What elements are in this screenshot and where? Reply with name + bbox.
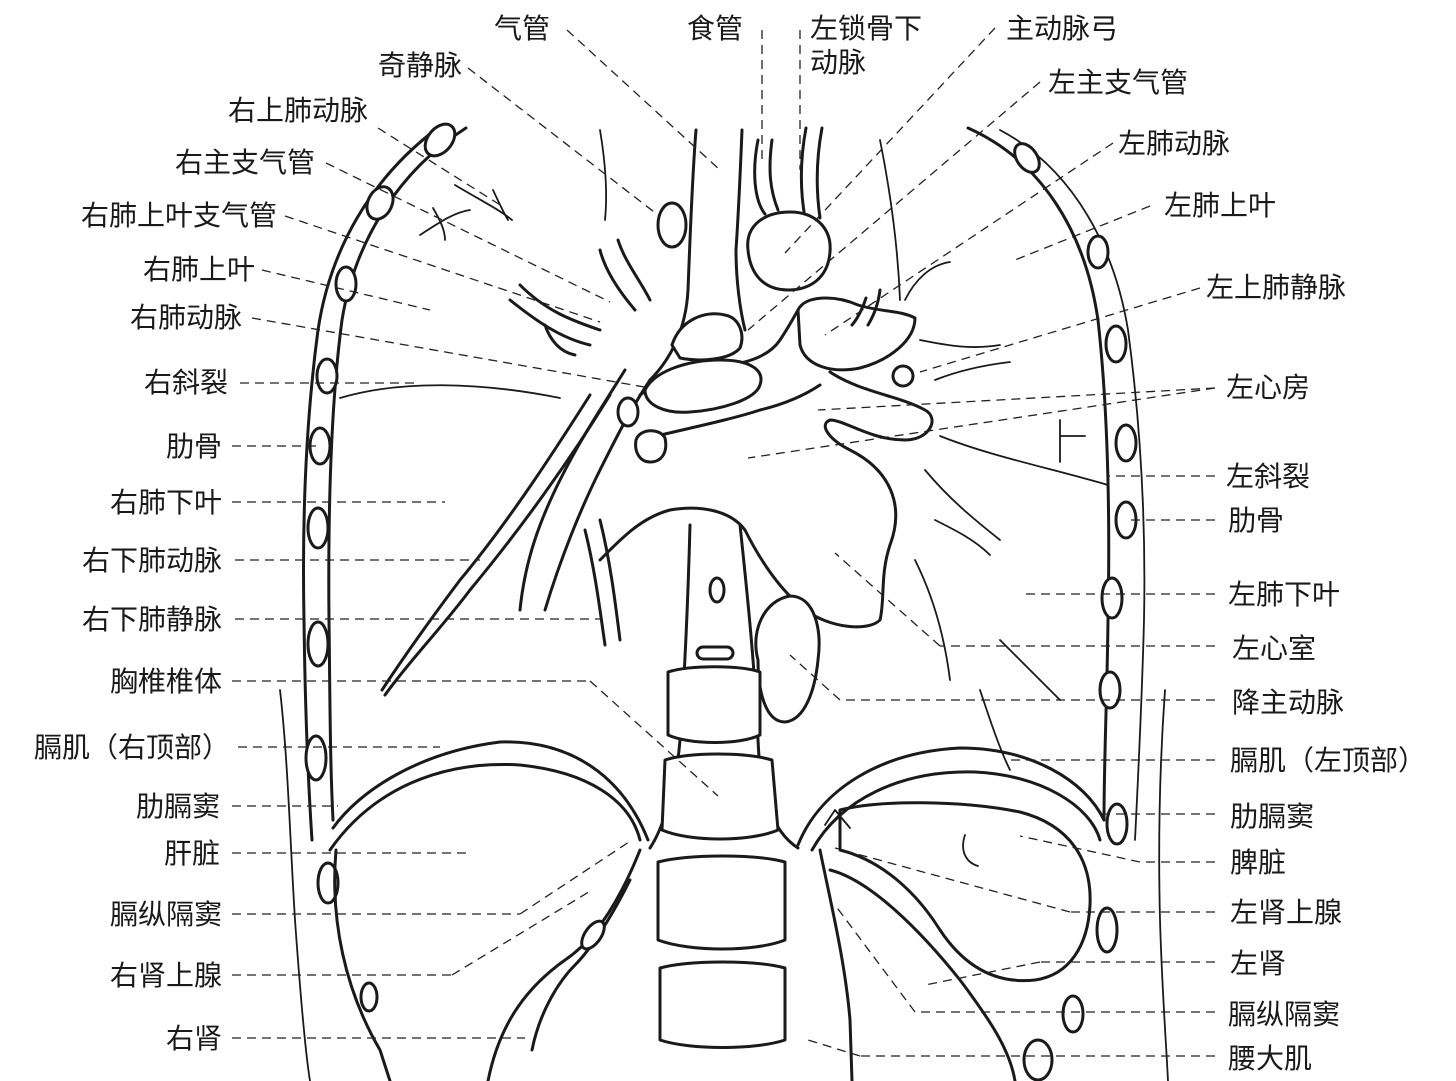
label-right-inferior-pulmonary-artery: 右下肺动脉	[82, 544, 222, 577]
label-spleen: 脾脏	[1230, 846, 1286, 879]
esophagus-outline	[755, 140, 765, 214]
label-left-superior-pulmonary-vein: 左上肺静脉	[1206, 271, 1346, 304]
label-diaphragm-left-dome: 膈肌（左顶部）	[1230, 744, 1426, 777]
label-left-pulmonary-artery: 左肺动脉	[1118, 127, 1230, 160]
label-thoracic-vertebral-body: 胸椎椎体	[110, 665, 222, 698]
left-subclavian-artery-outline	[801, 128, 806, 218]
label-right-kidney: 右肾	[166, 1022, 222, 1055]
label-azygos-vein: 奇静脉	[378, 49, 462, 82]
label-left-subclavian-artery: 左锁骨下动脉	[810, 12, 922, 79]
labels-left: 右上肺动脉 右主支气管 右肺上叶支气管 右肺上叶 右肺动脉 右斜裂 肋骨 右肺下…	[34, 94, 368, 1055]
label-right-adrenal-gland: 右肾上腺	[110, 959, 222, 992]
right-hilar-tree	[382, 130, 666, 695]
left-pulmonary-artery-shape	[798, 298, 915, 370]
spleen-contour	[840, 803, 1090, 981]
label-right-inferior-pulmonary-vein: 右下肺静脉	[82, 603, 222, 636]
label-right-superior-pulmonary-artery: 右上肺动脉	[228, 94, 368, 127]
label-aortic-arch: 主动脉弓	[1006, 12, 1118, 45]
labels-top: 奇静脉 气管 食管 左锁骨下动脉 主动脉弓	[378, 12, 1118, 82]
label-phrenicomediastinal-recess-right: 膈纵隔窦	[110, 898, 222, 931]
heart-outline	[600, 372, 932, 627]
label-left-ventricle: 左心室	[1232, 632, 1316, 665]
descending-aorta-shape	[756, 596, 819, 722]
label-psoas-major: 腰大肌	[1228, 1042, 1312, 1075]
label-trachea: 气管	[494, 12, 550, 45]
azygos-vein-shape	[658, 203, 686, 247]
label-costophrenic-recess-right: 肋膈窦	[136, 790, 220, 823]
label-phrenicomediastinal-recess-left: 膈纵隔窦	[1228, 998, 1340, 1031]
label-left-adrenal-gland: 左肾上腺	[1230, 896, 1342, 929]
label-liver: 肝脏	[164, 837, 220, 870]
left-oblique-fissure-line	[940, 436, 1108, 485]
label-rib-right-side: 肋骨	[1228, 504, 1284, 537]
label-right-oblique-fissure: 右斜裂	[144, 366, 228, 399]
anatomy-drawing	[280, 118, 1168, 1081]
label-left-atrium: 左心房	[1226, 371, 1310, 404]
label-left-kidney: 左肾	[1230, 947, 1286, 980]
label-rib-left-side: 肋骨	[166, 430, 222, 463]
label-right-pulmonary-artery: 右肺动脉	[130, 301, 242, 334]
aortic-arch-shape	[748, 212, 830, 290]
label-costophrenic-recess-left: 肋膈窦	[1230, 800, 1314, 833]
label-right-lower-lobe: 右肺下叶	[110, 486, 222, 519]
label-right-main-bronchus: 右主支气管	[175, 146, 315, 179]
label-left-lower-lobe: 左肺下叶	[1228, 578, 1340, 611]
label-left-oblique-fissure: 左斜裂	[1226, 460, 1310, 493]
right-oblique-fissure-line	[340, 385, 560, 398]
label-right-upper-lobe: 右肺上叶	[143, 253, 255, 286]
liver-contour	[335, 850, 390, 1081]
label-left-main-bronchus: 左主支气管	[1048, 66, 1188, 99]
label-esophagus: 食管	[687, 12, 743, 45]
label-right-upper-lobe-bronchus: 右肺上叶支气管	[81, 199, 277, 232]
label-descending-aorta: 降主动脉	[1232, 686, 1344, 719]
label-left-upper-lobe: 左肺上叶	[1164, 189, 1276, 222]
left-hilar-tree	[852, 140, 1085, 700]
label-diaphragm-right-dome: 膈肌（右顶部）	[34, 731, 230, 764]
